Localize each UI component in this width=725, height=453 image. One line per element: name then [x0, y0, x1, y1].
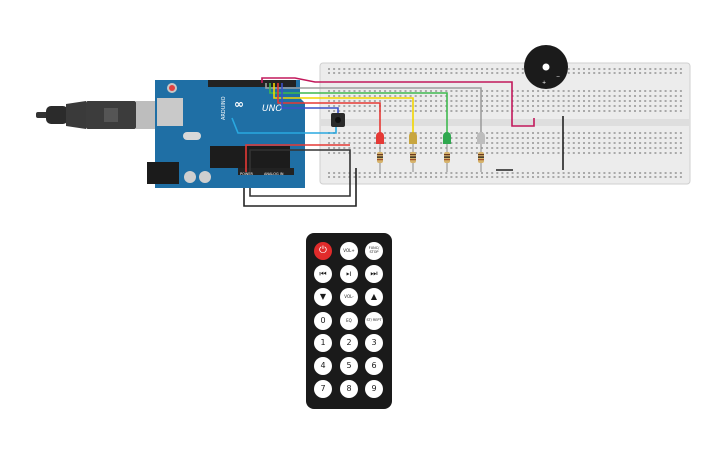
next-track-button[interactable]: ⏭: [365, 265, 383, 283]
power-jack: [147, 162, 179, 184]
arduino-uno-board: ∞ ARDUINO UNO POWER ANALOG IN: [147, 80, 305, 188]
power-5v-wire: [245, 144, 350, 172]
svg-text:+: +: [542, 80, 546, 86]
remote-button-19[interactable]: 8: [340, 380, 358, 398]
arduino-logo-text: ARDUINO: [221, 96, 227, 120]
play-pause-button[interactable]: ▶‖: [340, 265, 358, 283]
ground-wire-1: [249, 149, 351, 197]
signal-wire: [231, 117, 337, 134]
svg-text:∞: ∞: [234, 97, 244, 111]
led-2: [443, 132, 451, 144]
power-analog-header: [238, 168, 294, 175]
red-led-wire: [277, 83, 381, 138]
usb-cable: [36, 101, 156, 129]
gray-led-wire: [265, 83, 482, 138]
remote-button-9[interactable]: 0: [314, 312, 332, 330]
remote-button-16[interactable]: 5: [340, 357, 358, 375]
remote-button-11[interactable]: ST/ REPT: [365, 312, 383, 330]
power-label: POWER: [240, 172, 254, 176]
buzzer-wire: [261, 77, 535, 127]
power-button[interactable]: ⏻: [314, 242, 332, 260]
capacitor: [184, 171, 196, 183]
push-button: [331, 113, 345, 127]
yellow-led-wire: [273, 83, 414, 138]
remote-button-10[interactable]: EQ: [340, 312, 358, 330]
ground-wire-2: [243, 168, 357, 207]
piezo-buzzer: + −: [524, 45, 568, 89]
remote-button-15[interactable]: 4: [314, 357, 332, 375]
remote-button-14[interactable]: 3: [365, 334, 383, 352]
usb-port: [157, 98, 183, 126]
remote-button-2[interactable]: FUNC/ STOP: [365, 242, 383, 260]
down-arrow-button[interactable]: ▼: [314, 288, 332, 306]
up-arrow-button[interactable]: ▲: [365, 288, 383, 306]
digital-header: [208, 80, 296, 87]
crystal: [183, 132, 201, 140]
green-led-wire: [269, 83, 448, 138]
analog-in-label: ANALOG IN: [264, 172, 284, 176]
remote-button-12[interactable]: 1: [314, 334, 332, 352]
remote-button-7[interactable]: VOL-: [340, 288, 358, 306]
led-array: [376, 132, 485, 172]
uno-label: UNO: [262, 104, 282, 114]
remote-button-20[interactable]: 9: [365, 380, 383, 398]
breadboard: [319, 62, 691, 185]
remote-button-17[interactable]: 6: [365, 357, 383, 375]
led-1: [409, 132, 417, 144]
previous-track-button[interactable]: ⏮: [314, 265, 332, 283]
reset-button: [169, 85, 175, 91]
led-0: [376, 132, 384, 144]
wires: [231, 77, 564, 207]
remote-button-18[interactable]: 7: [314, 380, 332, 398]
remote-button-1[interactable]: VOL+: [340, 242, 358, 260]
svg-text:−: −: [556, 74, 560, 80]
remote-button-13[interactable]: 2: [340, 334, 358, 352]
led-3: [477, 132, 485, 144]
